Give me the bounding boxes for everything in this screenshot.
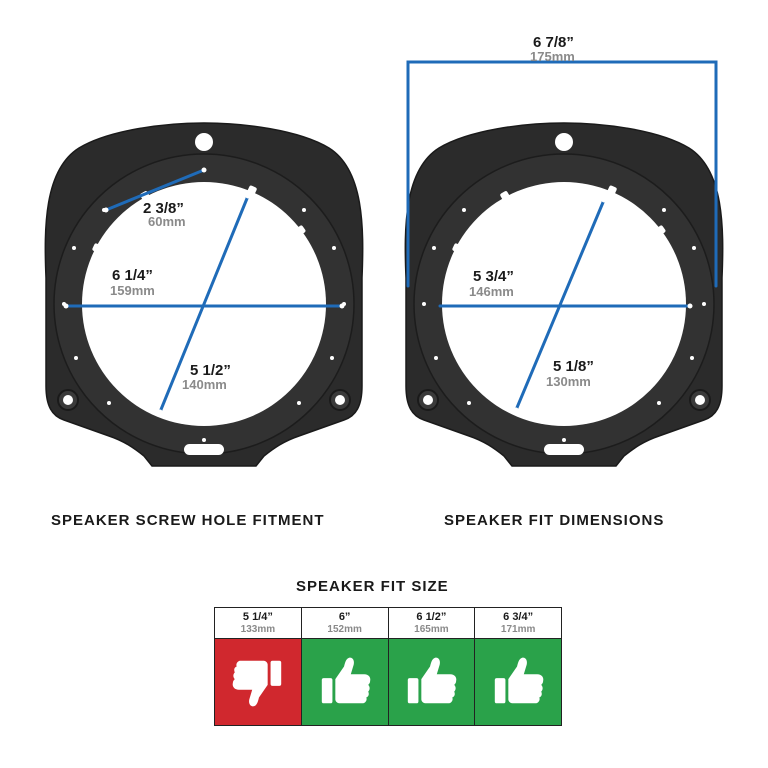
- fit-cell-yes: [475, 639, 561, 725]
- fit-cell-yes: [388, 639, 475, 725]
- fit-size-mm: 165mm: [414, 623, 449, 635]
- dim-label-mm: 175mm: [530, 49, 575, 64]
- fit-size-inch: 5 1/4”: [242, 610, 273, 623]
- dim-label-inch: 6 1/4”: [112, 267, 153, 284]
- fit-column: 6” 152mm: [301, 608, 389, 725]
- fit-size-mm: 152mm: [327, 623, 362, 635]
- dim-label-mm: 130mm: [546, 374, 591, 389]
- right-panel-title: SPEAKER FIT DIMENSIONS: [444, 512, 665, 529]
- fit-size-title: SPEAKER FIT SIZE: [296, 578, 449, 595]
- fit-column: 6 1/2” 165mm: [388, 608, 476, 725]
- fit-cell-no: [215, 639, 301, 725]
- dim-label-inch: 6 7/8”: [533, 34, 574, 51]
- dim-label-mm: 60mm: [148, 214, 186, 229]
- dim-label-inch: 2 3/8”: [143, 200, 184, 217]
- fit-size-inch: 6”: [338, 610, 351, 623]
- left-measure-dots: [63, 167, 345, 415]
- thumbs-down-icon: [232, 660, 282, 707]
- fit-size-mm: 171mm: [500, 623, 536, 635]
- fit-column: 6 3/4” 171mm: [475, 608, 561, 725]
- fit-size-mm: 133mm: [240, 623, 276, 635]
- dim-label-inch: 5 3/4”: [473, 268, 514, 285]
- fit-column: 5 1/4” 133mm: [215, 608, 302, 725]
- dim-label-mm: 146mm: [469, 284, 514, 299]
- right-measure-lines: [406, 60, 718, 412]
- thumbs-up-icon: [494, 657, 544, 704]
- left-speaker-bracket: [44, 122, 364, 467]
- dim-label-inch: 5 1/8”: [553, 358, 594, 375]
- fit-column-header: 5 1/4” 133mm: [215, 608, 301, 639]
- left-panel-title: SPEAKER SCREW HOLE FITMENT: [51, 512, 325, 529]
- dim-label-mm: 140mm: [182, 377, 227, 392]
- fit-size-inch: 6 1/2”: [416, 610, 447, 623]
- fit-column-header: 6 1/2” 165mm: [388, 608, 475, 639]
- fit-column-header: 6” 152mm: [301, 608, 388, 639]
- dim-label-mm: 159mm: [110, 283, 155, 298]
- fit-cell-yes: [301, 639, 388, 725]
- dim-label-inch: 5 1/2”: [190, 362, 231, 379]
- thumbs-up-icon: [408, 657, 457, 704]
- fit-size-table: 5 1/4” 133mm 6” 152mm: [214, 607, 562, 726]
- right-measure-dots: [513, 197, 693, 413]
- fit-column-header: 6 3/4” 171mm: [475, 608, 561, 639]
- thumbs-up-icon: [321, 657, 370, 704]
- left-measure-lines: [64, 168, 344, 414]
- fit-size-inch: 6 3/4”: [503, 610, 534, 623]
